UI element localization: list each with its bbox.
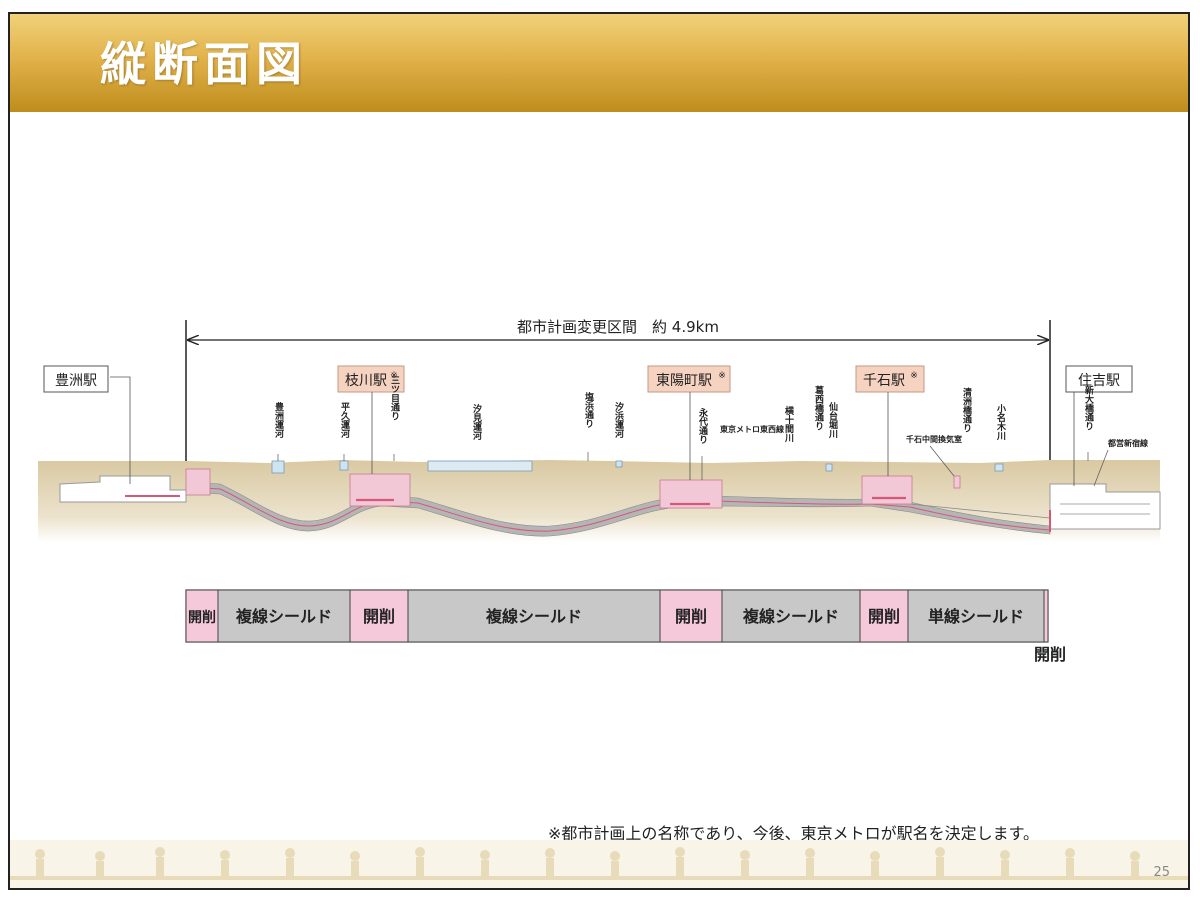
toyocho-station-label: 東陽町駅 [656, 373, 712, 389]
shiohama-canal-mark [615, 460, 623, 468]
onagi-river-mark [994, 463, 1004, 472]
feature-shiomi-canal: 汐見運河 [471, 403, 483, 441]
toyocho-station-label-box [647, 365, 731, 393]
tunnel-profile [185, 481, 1051, 537]
method-segment-2-label: 複線シールド [235, 607, 332, 626]
feature-labels: 豊洲運河 平久運河 三ツ目通り 汐見運河 塩浜通り 汐浜運河 永代通り 東京メト… [273, 375, 1148, 487]
shiomi-canal-mark [427, 460, 533, 472]
method-segment-3 [349, 589, 409, 643]
sengoku-vent-mark [953, 475, 961, 489]
feature-onagi-river: 小名木川 [995, 403, 1007, 441]
longitudinal-section-diagram: 都市計画変更区間 約 4.9km [38, 318, 1161, 664]
sengoku-station-box [861, 475, 913, 505]
feature-toei-shinjuku: 都営新宿線 [1107, 438, 1148, 448]
method-segment-6-label: 複線シールド [742, 607, 839, 626]
heikyu-canal-mark [339, 460, 349, 471]
feature-heikyu-canal: 平久運河 [339, 402, 350, 439]
cut-sections [185, 468, 913, 509]
sengoku-station-label: 千石駅 [863, 373, 905, 389]
sumiyoshi-station-box [1065, 365, 1133, 393]
sumiyoshi-station-label: 住吉駅 [1078, 373, 1120, 389]
feature-tokyo-metro-tozai: 東京メトロ東西線 [720, 424, 784, 434]
station-name-note: ※都市計画上の名称であり、今後、東京メトロが駅名を決定します。 [548, 824, 1040, 843]
method-segment-end [1043, 589, 1049, 643]
slide: 縦断面図 都市計画変更区間 約 4.9km [8, 12, 1190, 890]
edagawa-station-mark: ※ [390, 371, 398, 381]
method-segment-4-label: 複線シールド [485, 607, 582, 626]
method-segment-6 [721, 589, 861, 643]
sengoku-station-label-box [855, 365, 925, 393]
station-labels: 豊洲駅 枝川駅 ※ 東陽町駅 ※ 千石駅 ※ 住吉駅 [43, 365, 1133, 480]
feature-eitai-dori: 永代通り [697, 407, 709, 444]
method-segment-3-label: 開削 [363, 607, 395, 626]
span-label: 都市計画変更区間 約 4.9km [517, 318, 719, 336]
title-banner: 縦断面図 [10, 14, 1188, 112]
construction-method-bar: 開削 複線シールド 開削 複線シールド 開削 複線シールド 開削 単線シールド … [185, 589, 1066, 664]
method-segment-7-label: 開削 [868, 607, 900, 626]
feature-sengoku-vent: 千石中間換気室 [906, 434, 962, 444]
method-end-label: 開削 [1034, 645, 1066, 664]
feature-kasaibashi-dori: 葛西橋通り [813, 384, 825, 430]
feature-yokojukken-river: 横十間川 [783, 405, 795, 443]
feature-shiohama-dori: 塩浜通り [583, 391, 594, 428]
edagawa-station-label: 枝川駅 [345, 373, 387, 389]
toyosu-station-structure [59, 376, 187, 503]
method-segment-1 [185, 589, 219, 643]
toyosu-canal-mark [271, 460, 285, 474]
page-number: 25 [1153, 865, 1170, 880]
feature-sendaibori-river: 仙台堀川 [827, 401, 839, 439]
feature-shiohama-canal: 汐浜運河 [613, 401, 624, 439]
sumiyoshi-station-structure [1049, 376, 1161, 532]
toyocho-station-mark: ※ [718, 371, 726, 381]
feature-shin-ohashi-dori: 新大橋通り [1083, 384, 1094, 430]
sengoku-station-mark: ※ [910, 371, 918, 381]
toyosu-station-label: 豊洲駅 [55, 373, 97, 389]
method-segment-5-label: 開削 [675, 607, 707, 626]
method-segment-8-label: 単線シールド [928, 607, 1024, 626]
method-segment-8 [907, 589, 1045, 643]
method-segment-1-label: 開削 [188, 609, 216, 626]
sendaibori-mark [825, 463, 833, 472]
feature-mitsume-dori: 三ツ目通り [389, 375, 400, 420]
method-segment-4 [407, 589, 661, 643]
edagawa-station-label-box [337, 365, 405, 393]
feature-kiyosubashi-dori: 清洲橋通り [961, 386, 972, 432]
span-dimension: 都市計画変更区間 約 4.9km [185, 318, 1051, 534]
edagawa-station-box [349, 473, 411, 507]
feature-toyosu-canal: 豊洲運河 [273, 401, 284, 439]
method-segment-5 [659, 589, 723, 643]
method-segment-7 [859, 589, 909, 643]
method-segment-2 [217, 589, 351, 643]
cut-section-toyosu [185, 468, 211, 496]
page-title: 縦断面図 [100, 37, 308, 91]
toyosu-station-box [43, 365, 109, 393]
footer-silhouette-band [10, 840, 1188, 888]
